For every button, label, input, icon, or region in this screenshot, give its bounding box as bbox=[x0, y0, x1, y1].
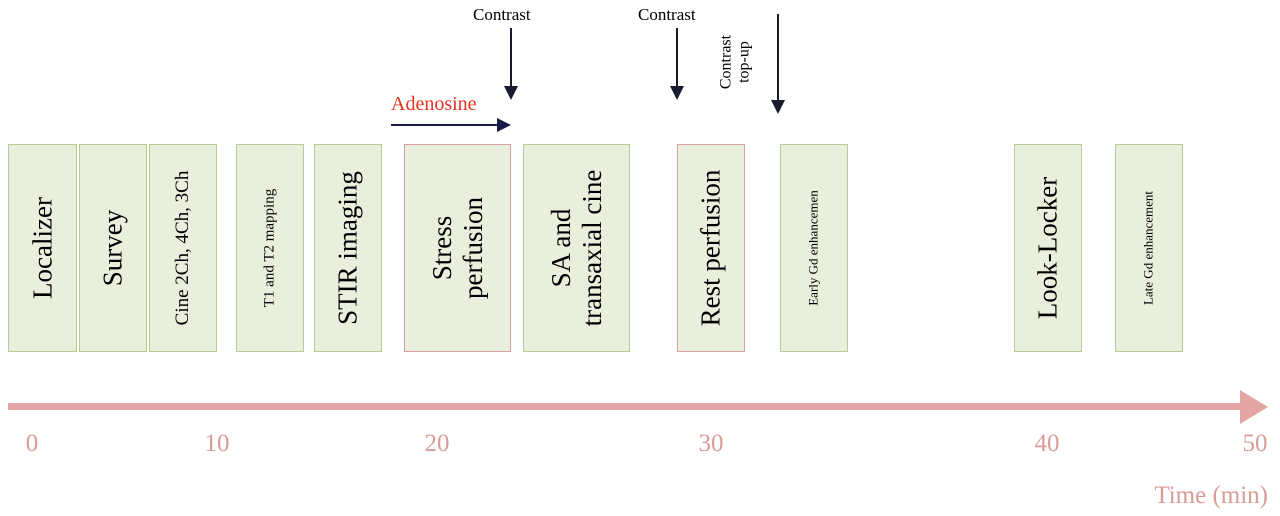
block-early-gd-enhancement: Early Gd enhancemen bbox=[780, 144, 848, 352]
axis-tick-label: 40 bbox=[1034, 430, 1060, 457]
block-label: Survey bbox=[97, 209, 128, 287]
block-localizer: Localizer bbox=[8, 144, 77, 352]
contrast-label-rest: Contrast bbox=[638, 5, 696, 24]
block-look-locker: Look-Locker bbox=[1014, 144, 1082, 352]
axis-tick-label: 0 bbox=[25, 430, 39, 457]
adenosine-arrow-head bbox=[497, 118, 511, 132]
block-label: Localizer bbox=[26, 197, 57, 299]
axis-tick-label: 10 bbox=[204, 430, 230, 457]
block-label: Look-Locker bbox=[1032, 176, 1063, 320]
block-label: T1 and T2 mapping bbox=[261, 188, 278, 308]
time-axis-arrowhead bbox=[1240, 390, 1268, 424]
contrast-topup-arrow-head bbox=[771, 100, 785, 114]
axis-tick-label: 30 bbox=[698, 430, 724, 457]
block-t1-t2-mapping: T1 and T2 mapping bbox=[236, 144, 304, 352]
contrast-label-stress: Contrast bbox=[473, 5, 531, 24]
block-label: Stress perfusion bbox=[426, 197, 488, 299]
adenosine-label: Adenosine bbox=[391, 93, 477, 115]
block-label: Early Gd enhancemen bbox=[805, 190, 821, 306]
adenosine-arrow-line bbox=[391, 124, 499, 126]
time-axis-line bbox=[8, 403, 1248, 410]
contrast-arrow-stress-head bbox=[504, 86, 518, 100]
contrast-topup-arrow-line bbox=[777, 14, 779, 102]
block-label: Late Gd enhancement bbox=[1140, 190, 1156, 306]
contrast-arrow-stress-line bbox=[510, 28, 512, 88]
block-label: SA and transaxial cine bbox=[545, 169, 607, 327]
contrast-topup-label: Contrast top-up bbox=[717, 34, 753, 90]
block-stress-perfusion: Stress perfusion bbox=[404, 144, 511, 352]
block-stir-imaging: STIR imaging bbox=[314, 144, 382, 352]
axis-tick-label: 50 bbox=[1242, 430, 1268, 457]
axis-tick-label: 20 bbox=[424, 430, 450, 457]
block-sa-transaxial-cine: SA and transaxial cine bbox=[523, 144, 630, 352]
block-rest-perfusion: Rest perfusion bbox=[677, 144, 745, 352]
contrast-arrow-rest-line bbox=[676, 28, 678, 88]
block-late-gd-enhancement: Late Gd enhancement bbox=[1115, 144, 1183, 352]
block-cine: Cine 2Ch, 4Ch, 3Ch bbox=[149, 144, 217, 352]
block-label: STIR imaging bbox=[332, 171, 363, 325]
block-label: Rest perfusion bbox=[695, 169, 726, 327]
block-label: Cine 2Ch, 4Ch, 3Ch bbox=[172, 170, 194, 326]
contrast-arrow-rest-head bbox=[670, 86, 684, 100]
block-survey: Survey bbox=[79, 144, 147, 352]
axis-title: Time (min) bbox=[1154, 482, 1268, 509]
